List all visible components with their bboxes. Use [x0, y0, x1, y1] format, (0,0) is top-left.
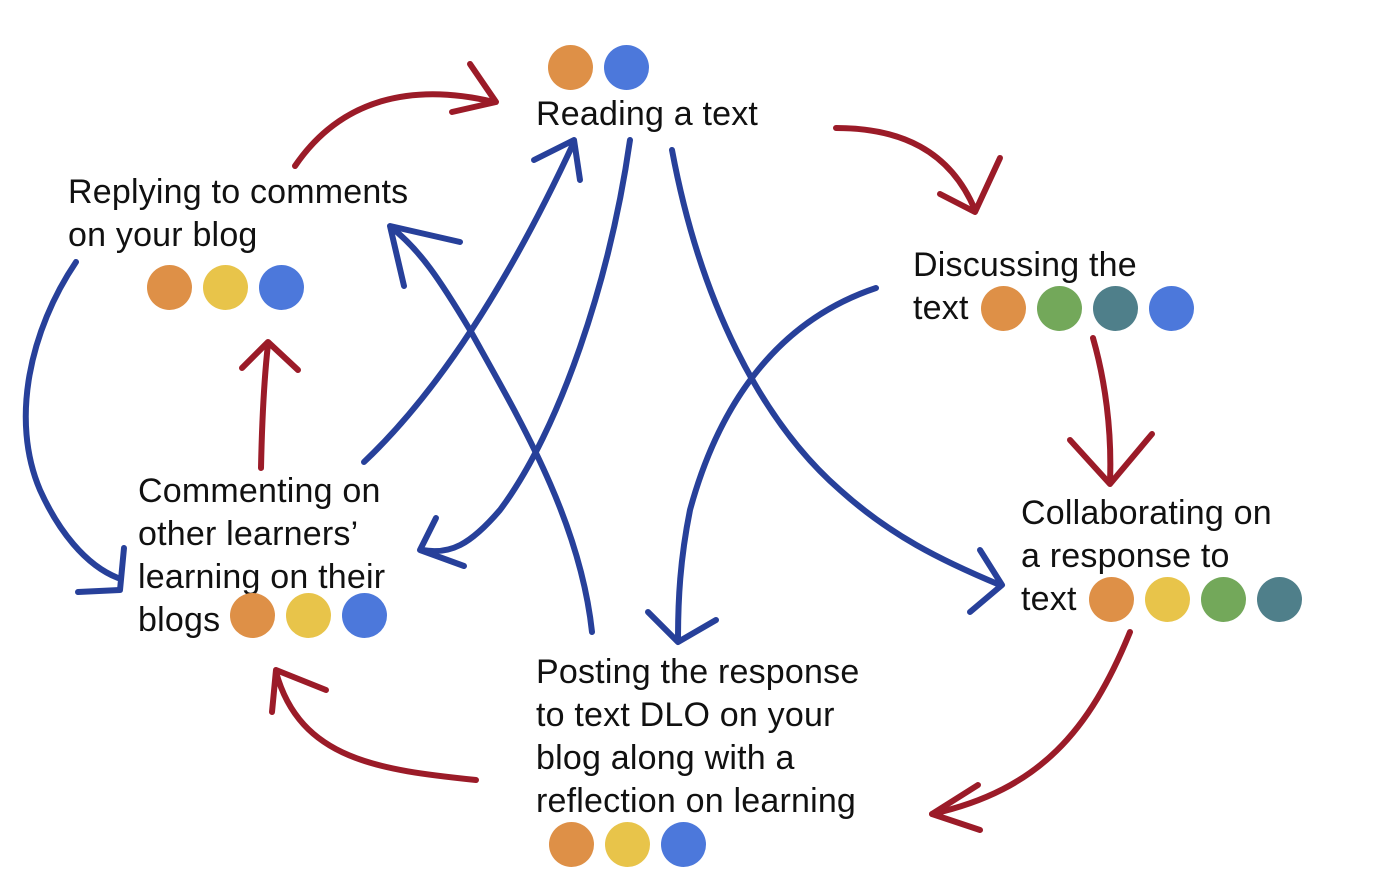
node-label-line: text [1021, 580, 1077, 618]
yellow-participant-dot [605, 822, 650, 867]
arrow-discussing-to-collaborating [1067, 335, 1155, 487]
blue-participant-dot [661, 822, 706, 867]
node-commenting-on-blogs: Commenting on other learners’ learning o… [138, 470, 388, 642]
arrow-discussing-to-posting [645, 285, 879, 645]
node-collaborating-on-response: Collaborating on a response to text [1021, 492, 1302, 622]
node-label-line: blog along with a [536, 739, 795, 777]
node-label-line: Commenting on [138, 472, 381, 510]
orange-participant-dot [147, 265, 192, 310]
collaborating-participant-dots [1088, 577, 1302, 622]
teal-participant-dot [1256, 577, 1302, 622]
arrow-posting-to-replying [387, 223, 595, 635]
green-participant-dot [1200, 577, 1246, 622]
blue-participant-dot [604, 45, 649, 90]
node-discussing-the-text: Discussing the text [913, 244, 1194, 331]
node-label-line: other learners’ [138, 515, 359, 553]
arrow-replying-to-reading [292, 61, 499, 169]
node-label-line: Posting the response [536, 653, 860, 691]
node-label-line: to text DLO on your [536, 696, 835, 734]
node-label-line: on your blog [68, 216, 258, 254]
posting-participant-dots [549, 822, 706, 867]
discussing-participant-dots [980, 286, 1194, 331]
orange-participant-dot [980, 286, 1026, 331]
commenting-participant-dots [230, 593, 388, 638]
node-label-line: reflection on learning [536, 782, 857, 820]
arrow-reading-to-discussing [833, 125, 1003, 215]
replying-participant-dots [147, 265, 304, 310]
blue-participant-dot [259, 265, 304, 310]
node-label-line: text [913, 289, 969, 327]
node-label-line: Reading a text [536, 95, 759, 133]
node-label-line: blogs [138, 601, 221, 639]
arrow-reading-to-commenting [417, 137, 633, 569]
node-reading-a-text: Reading a text [536, 93, 758, 136]
node-label-line: Replying to comments [68, 173, 409, 211]
arrow-replying-to-commenting [22, 259, 127, 595]
orange-participant-dot [1088, 577, 1134, 622]
orange-participant-dot [549, 822, 594, 867]
green-participant-dot [1036, 286, 1082, 331]
node-label-line: Discussing the [913, 246, 1137, 284]
yellow-participant-dot [203, 265, 248, 310]
arrow-reading-to-collaborating [669, 147, 1005, 615]
blue-participant-dot [1148, 286, 1194, 331]
yellow-participant-dot [1144, 577, 1190, 622]
orange-participant-dot [230, 593, 276, 638]
reading-participant-dots [548, 45, 649, 90]
yellow-participant-dot [286, 593, 332, 638]
arrow-commenting-to-replying [239, 339, 301, 471]
arrow-collaborating-to-posting [929, 629, 1133, 833]
node-label-line: Collaborating on [1021, 494, 1272, 532]
node-label-line: learning on their [138, 558, 386, 596]
blue-participant-dot [342, 593, 388, 638]
node-replying-to-comments: Replying to comments on your blog [68, 171, 408, 257]
node-posting-the-response: Posting the response to text DLO on your… [536, 651, 859, 823]
node-label-line: a response to [1021, 537, 1230, 575]
arrow-posting-to-commenting [269, 667, 479, 783]
orange-participant-dot [548, 45, 593, 90]
teal-participant-dot [1092, 286, 1138, 331]
arrow-commenting-to-reading [361, 137, 583, 465]
